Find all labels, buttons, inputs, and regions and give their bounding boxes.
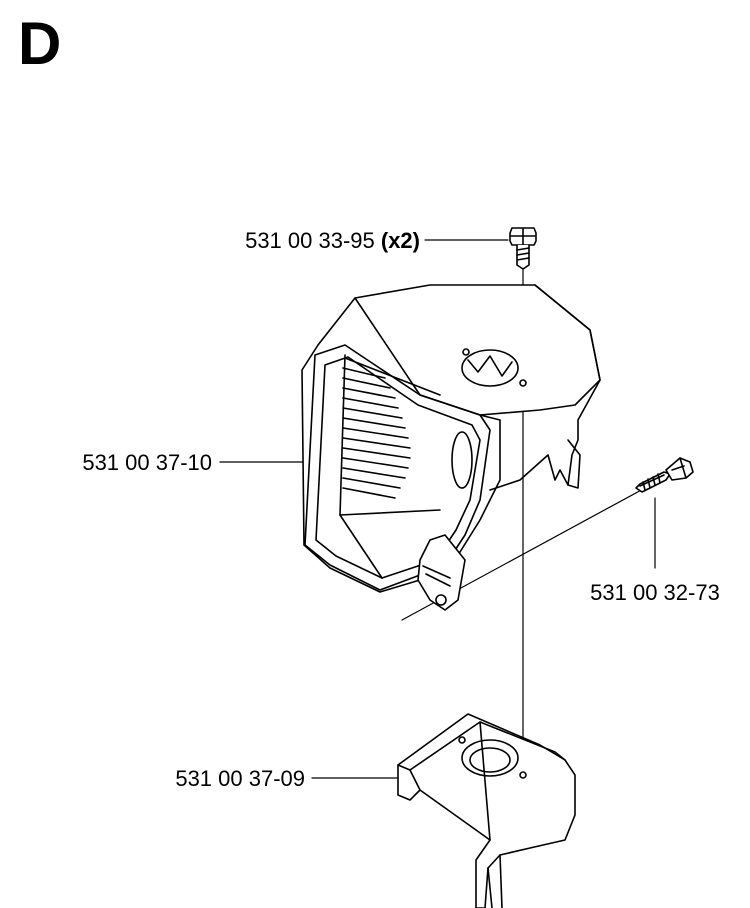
side-screw-drawing	[635, 457, 694, 493]
top-screw-drawing	[509, 227, 537, 270]
part-label-screw-side: 531 00 32-73	[590, 580, 720, 605]
bracket-drawing	[397, 713, 576, 908]
section-letter: D	[18, 10, 62, 77]
part-label-cover: 531 00 37-10	[82, 450, 212, 475]
muffler-cover-drawing	[301, 284, 601, 611]
part-label-screw-top: 531 00 33-95 (x2)	[245, 228, 420, 253]
part-label-bracket: 531 00 37-09	[175, 766, 305, 791]
